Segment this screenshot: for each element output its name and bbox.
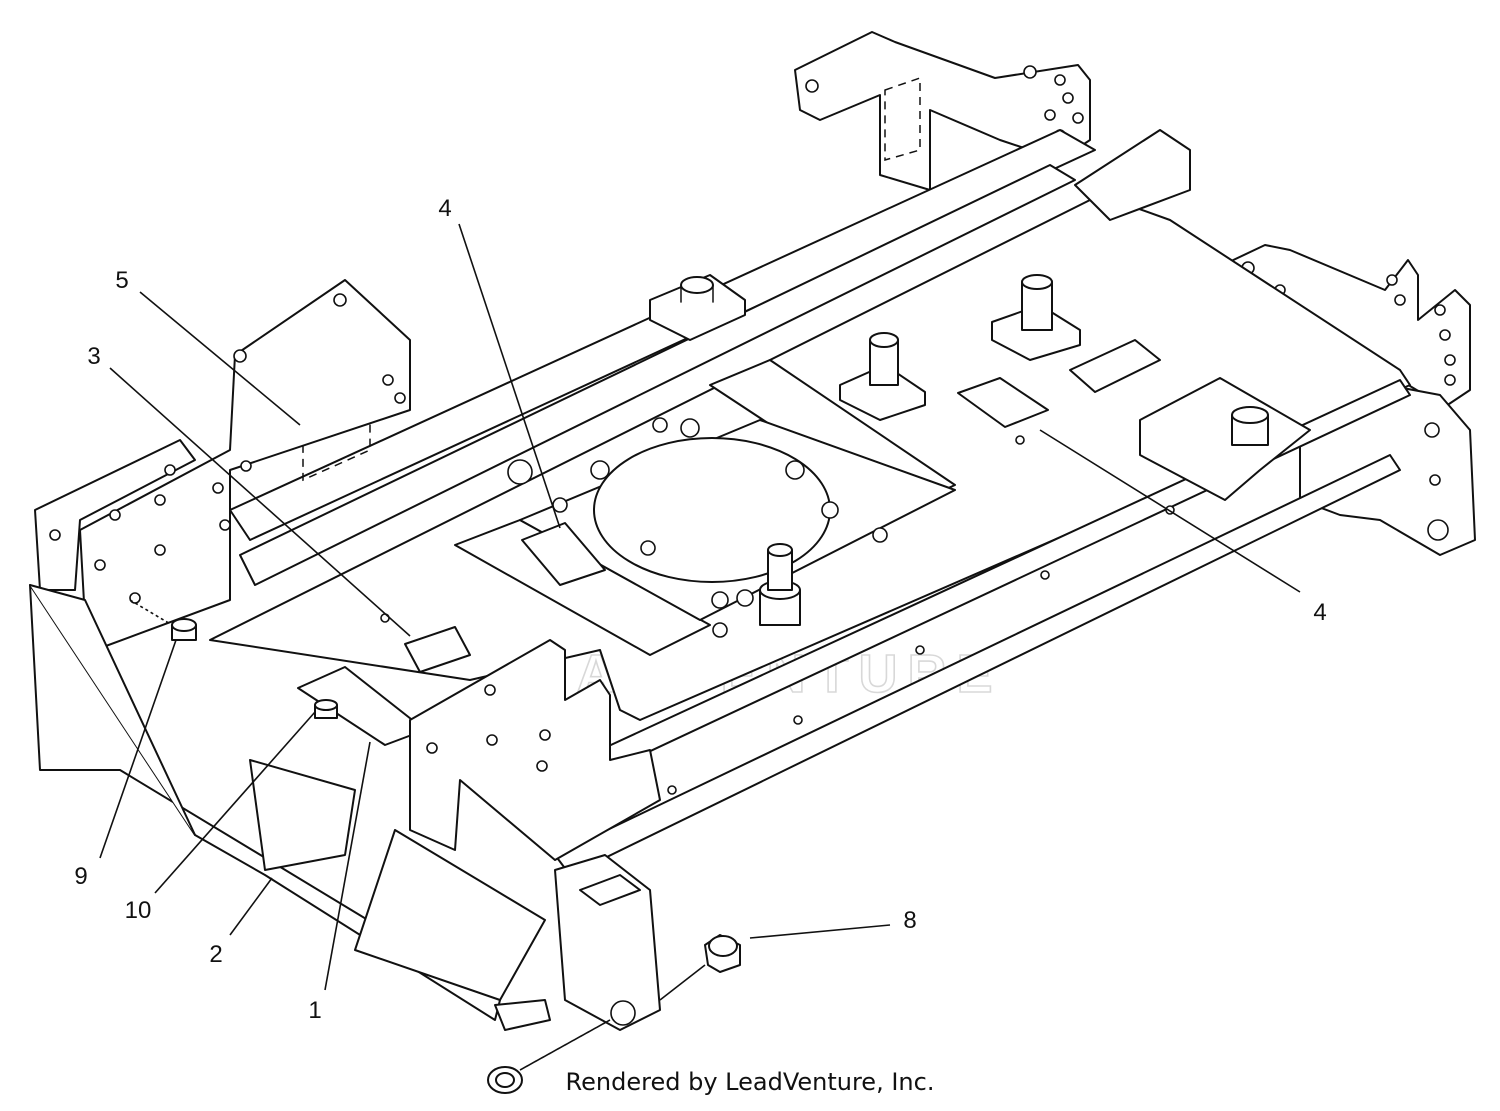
bushing-10 (314, 699, 338, 719)
hardware (129, 599, 741, 1094)
main-frame (209, 129, 1411, 876)
bushing-lower (487, 964, 706, 1094)
bushing-9 (129, 599, 197, 641)
left-side-plates (29, 279, 661, 1031)
decal-3 (404, 626, 471, 673)
callout-9: 9 (74, 863, 87, 890)
callout-1: 1 (308, 997, 321, 1024)
decal-right (957, 377, 1049, 428)
callout-4-center: 4 (438, 195, 451, 222)
callout-3: 3 (87, 343, 100, 370)
callouts: 1 2 3 4 4 5 8 9 10 (74, 195, 1326, 1024)
decals (297, 377, 1049, 746)
render-credit: Rendered by LeadVenture, Inc. (565, 1068, 935, 1096)
callout-2: 2 (209, 941, 222, 968)
callout-4-right: 4 (1313, 599, 1326, 626)
decal-center (521, 522, 606, 586)
callout-10: 10 (125, 897, 152, 924)
bushing-8 (704, 934, 741, 973)
callout-5: 5 (115, 267, 128, 294)
leader-lines (99, 223, 1301, 991)
callout-8: 8 (903, 907, 916, 934)
spindle-posts (649, 129, 1311, 626)
